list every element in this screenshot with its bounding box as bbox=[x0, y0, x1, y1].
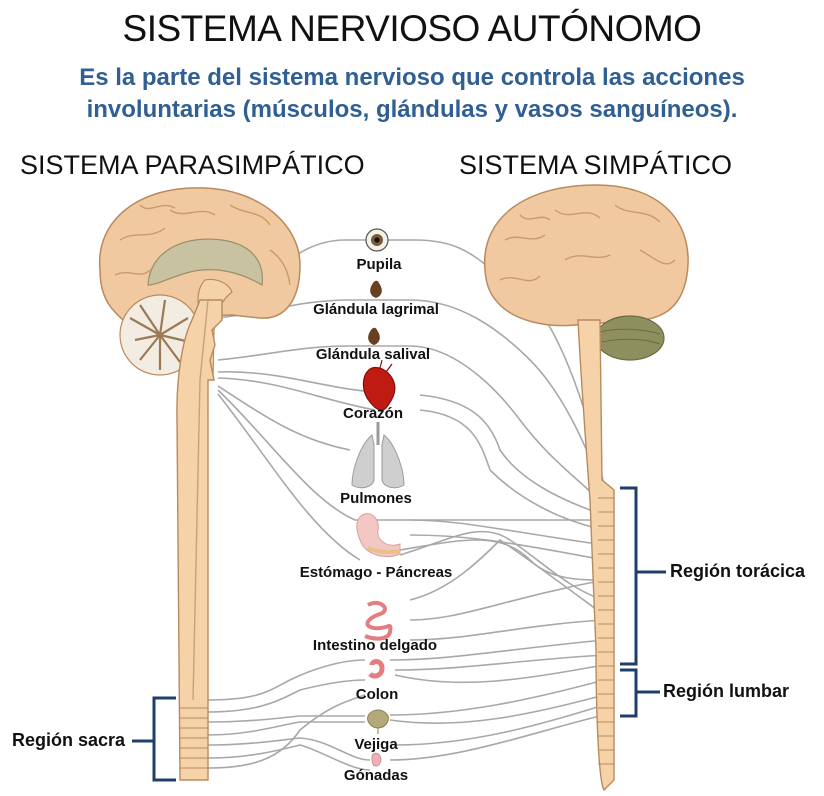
page-subtitle: Es la parte del sistema nervioso que con… bbox=[79, 64, 745, 123]
organ-label-salivary-gland: Glándula salival bbox=[315, 346, 431, 363]
colon-icon bbox=[368, 659, 385, 679]
region-brackets bbox=[132, 486, 666, 782]
parasympathetic-heading: SISTEMA PARASIMPÁTICO bbox=[20, 150, 365, 180]
organ-label-lungs: Pulmones bbox=[340, 490, 412, 507]
cerebellum-tree bbox=[129, 299, 191, 370]
organ-label-gonads: Gónadas bbox=[343, 767, 409, 784]
nerve-connections bbox=[207, 239, 605, 771]
eye-icon bbox=[365, 228, 389, 252]
lumbar-bracket bbox=[620, 668, 660, 718]
organ-label-bladder: Vejiga bbox=[354, 736, 398, 753]
heart-icon bbox=[362, 359, 396, 411]
corpus-callosum bbox=[147, 238, 263, 286]
pancreas-icon bbox=[367, 546, 401, 554]
right-cerebellum-folds bbox=[599, 328, 661, 345]
region-label-lumbar: Región lumbar bbox=[663, 681, 790, 701]
salivary-gland-icon bbox=[368, 327, 380, 345]
right-cerebellum bbox=[595, 315, 665, 361]
organ-label-lacrimal-gland: Glándula lagrimal bbox=[313, 301, 439, 318]
region-label-thoracic: Región torácica bbox=[670, 561, 806, 581]
stomach-pancreas-icon bbox=[356, 513, 401, 557]
parasympathetic-spinal-cord bbox=[176, 299, 223, 781]
thoracic-bracket bbox=[620, 486, 666, 666]
organ-label-pupil: Pupila bbox=[356, 256, 402, 273]
right-brain-folds bbox=[499, 204, 676, 282]
left-brain-folds bbox=[114, 204, 291, 286]
sacral-segments bbox=[180, 707, 208, 769]
lacrimal-gland-icon bbox=[370, 280, 382, 298]
right-brain-cortex bbox=[484, 184, 689, 327]
region-label-sacral: Región sacra bbox=[12, 730, 126, 750]
sacral-bracket bbox=[132, 696, 176, 782]
bladder-icon bbox=[367, 709, 389, 734]
left-spinal-canal bbox=[192, 299, 209, 701]
page-title: SISTEMA NERVIOSO AUTÓNOMO bbox=[122, 8, 702, 49]
lungs-icon bbox=[351, 422, 405, 489]
gonads-icon bbox=[371, 752, 382, 767]
organ-label-stomach-pancreas: Estómago - Páncreas bbox=[299, 564, 453, 581]
sympathetic-spinal-cord bbox=[577, 319, 615, 792]
organ-label-small-intestine: Intestino delgado bbox=[312, 637, 438, 654]
organ-label-heart: Corazón bbox=[343, 405, 403, 422]
organ-label-colon: Colon bbox=[355, 686, 399, 703]
sympathetic-brain bbox=[484, 184, 689, 361]
spinal-segments bbox=[598, 497, 614, 765]
sympathetic-heading: SISTEMA SIMPÁTICO bbox=[459, 150, 733, 180]
small-intestine-icon bbox=[364, 600, 393, 641]
